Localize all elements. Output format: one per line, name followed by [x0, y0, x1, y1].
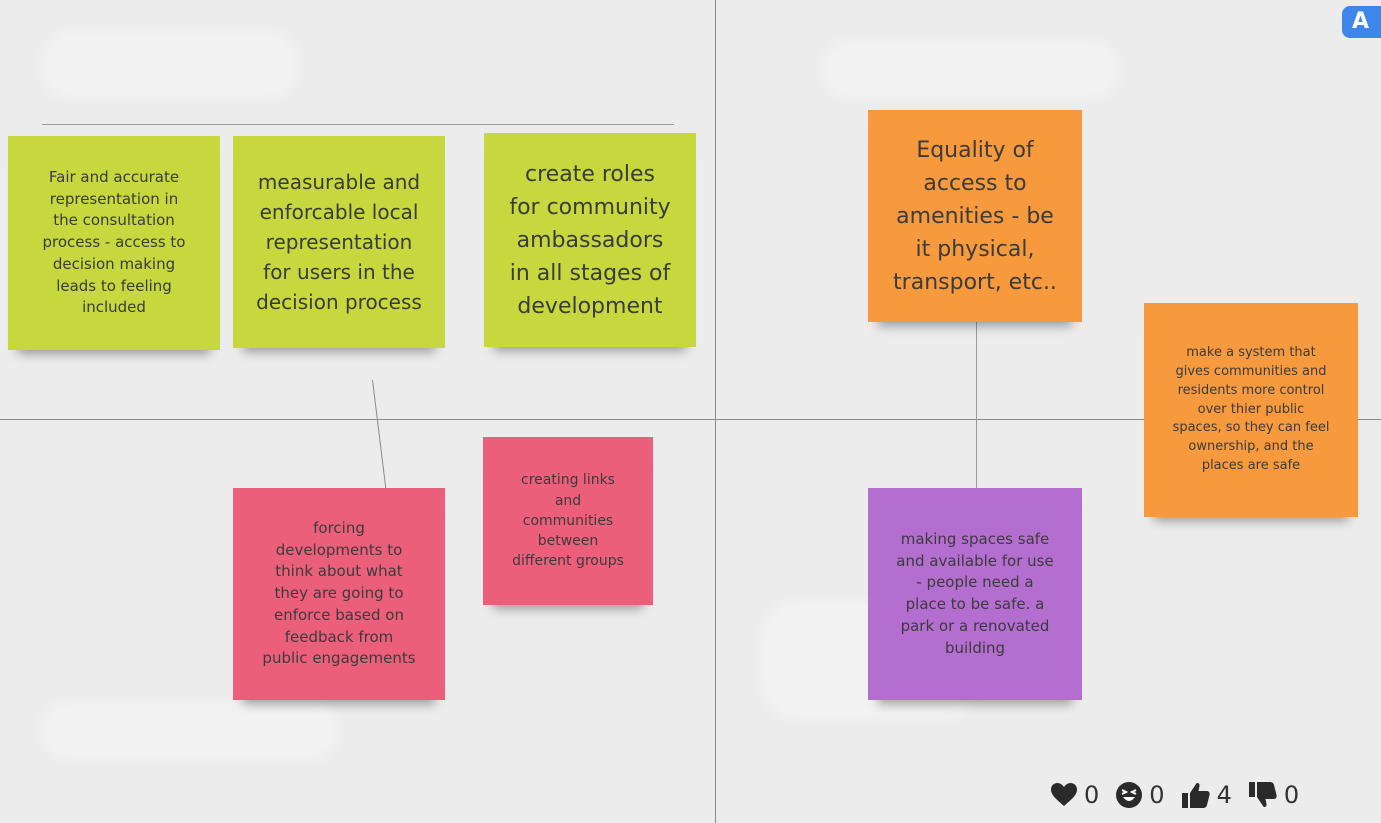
section-divider-line [42, 124, 674, 125]
sticky-note-text: make a system that gives communities and… [1172, 345, 1330, 474]
thumbs-down-count: 0 [1283, 781, 1300, 809]
laugh-reaction-button[interactable]: 0 [1115, 781, 1165, 809]
sticky-note-text: forcing developments to think about what… [262, 518, 416, 668]
thumbs-down-icon [1248, 781, 1278, 809]
thumbs-down-reaction-button[interactable]: 0 [1248, 781, 1299, 809]
sticky-note[interactable]: Equality of access to amenities - be it … [868, 110, 1082, 322]
thumbs-up-reaction-button[interactable]: 4 [1181, 781, 1232, 809]
reactions-bar: 0 0 4 [1050, 772, 1299, 818]
background-texture [40, 30, 300, 100]
sticky-note[interactable]: creating links and communities between d… [483, 437, 653, 605]
heart-reaction-button[interactable]: 0 [1050, 781, 1099, 809]
laughing-face-icon [1115, 781, 1143, 809]
thumbs-up-icon [1181, 781, 1211, 809]
thumbs-up-count: 4 [1216, 781, 1232, 809]
heart-count: 0 [1084, 781, 1100, 809]
sticky-note[interactable]: Fair and accurate representation in the … [8, 136, 220, 350]
sticky-note[interactable]: forcing developments to think about what… [233, 488, 445, 700]
connector-line [372, 379, 387, 490]
collaborator-initial: A [1352, 9, 1370, 34]
heart-icon [1050, 782, 1078, 808]
vertical-axis-line [715, 0, 716, 823]
sticky-note[interactable]: measurable and enforcable local represen… [233, 136, 445, 348]
connector-line [976, 320, 977, 488]
sticky-note-text: making spaces safe and available for use… [896, 529, 1054, 657]
collaborator-avatar-button[interactable]: A [1342, 6, 1381, 38]
sticky-note-text: Equality of access to amenities - be it … [893, 137, 1057, 295]
sticky-note[interactable]: make a system that gives communities and… [1144, 303, 1358, 517]
sticky-note-text: measurable and enforcable local represen… [256, 170, 422, 314]
sticky-note-text: creating links and communities between d… [512, 472, 624, 570]
horizontal-axis-line [0, 419, 1381, 420]
sticky-note[interactable]: making spaces safe and available for use… [868, 488, 1082, 700]
laugh-count: 0 [1149, 781, 1165, 809]
sticky-note-text: Fair and accurate representation in the … [42, 167, 186, 317]
sticky-note[interactable]: create roles for community ambassadors i… [484, 133, 696, 347]
sticky-note-text: create roles for community ambassadors i… [509, 161, 671, 319]
background-texture [820, 40, 1120, 100]
background-texture [40, 700, 340, 760]
